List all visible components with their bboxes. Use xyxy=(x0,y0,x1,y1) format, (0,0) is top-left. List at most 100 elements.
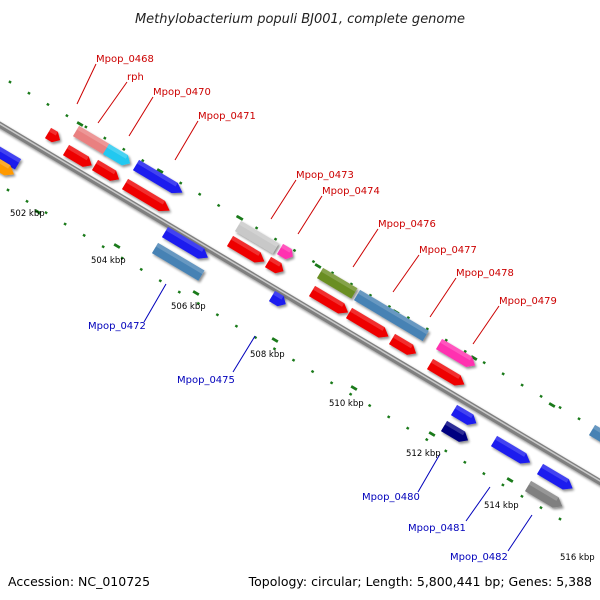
tick-mark xyxy=(139,267,143,272)
gene-label-mpop-0476[interactable]: Mpop_0476 xyxy=(378,219,436,230)
tick-mark xyxy=(196,301,201,306)
gene-edge-blue-highlight xyxy=(0,146,22,163)
leader-mpop-0470 xyxy=(128,96,154,137)
gene-edge-right-highlight xyxy=(592,424,600,433)
gene-mpop-0476-olive-highlight xyxy=(320,267,358,292)
tick-mark xyxy=(463,460,467,464)
leader-mpop-0478 xyxy=(429,277,457,318)
tick-mark xyxy=(65,113,69,118)
gene-red-b xyxy=(91,159,120,181)
gene-red-a-highlight xyxy=(66,144,89,161)
gene-mpop-0468-body xyxy=(72,125,111,155)
major-tick-mark xyxy=(236,215,244,221)
gene-label-mpop-0479[interactable]: Mpop_0479 xyxy=(499,296,557,307)
gene-label-mpop-0477[interactable]: Mpop_0477 xyxy=(419,245,477,256)
gene-edge-blue xyxy=(0,146,22,170)
major-tick-mark xyxy=(156,168,164,174)
major-tick-mark xyxy=(350,385,358,391)
scale-label: 514 kbp xyxy=(484,501,519,511)
leader-mpop-0471 xyxy=(174,120,199,161)
gene-label-mpop-0472[interactable]: Mpop_0472 xyxy=(88,321,146,332)
gene-mpop-0476-olive xyxy=(316,267,358,299)
gene-red-a xyxy=(62,144,92,167)
leader-mpop-0473 xyxy=(270,179,297,220)
gene-edge-orange-highlight xyxy=(0,158,11,169)
gene-red-h-highlight xyxy=(392,333,414,349)
tick-mark xyxy=(330,271,335,275)
gene-label-mpop-0481[interactable]: Mpop_0481 xyxy=(408,523,466,534)
tick-mark xyxy=(216,203,221,208)
major-tick-mark xyxy=(506,477,514,483)
gene-mpop-0468-highlight xyxy=(76,125,111,148)
gene-red-f-highlight xyxy=(312,285,345,307)
major-tick-mark xyxy=(34,209,42,215)
gene-label-mpop-0475[interactable]: Mpop_0475 xyxy=(177,375,235,386)
leader-mpop-0477 xyxy=(392,254,420,293)
gene-mpop-0481-highlight xyxy=(494,435,527,457)
tick-mark xyxy=(444,338,448,342)
major-tick-mark xyxy=(76,121,84,127)
gene-blue-0472b xyxy=(161,226,208,259)
map-title: Methylobacterium populi BJ001, complete … xyxy=(135,12,465,27)
gene-mpop-0481 xyxy=(490,435,531,464)
tick-mark xyxy=(27,91,31,95)
tick-mark xyxy=(425,437,429,442)
tick-mark xyxy=(482,360,486,365)
gene-red-i-highlight xyxy=(430,358,461,379)
gene-label-mpop-0473[interactable]: Mpop_0473 xyxy=(296,170,354,181)
tick-mark xyxy=(482,471,486,476)
gene-rph-highlight xyxy=(106,143,128,159)
leader-rph xyxy=(97,81,128,124)
tick-mark xyxy=(82,233,86,238)
scale-label: 510 kbp xyxy=(329,399,364,409)
tick-mark xyxy=(558,405,562,410)
gene-mpop-0471-highlight xyxy=(136,159,178,187)
tick-mark xyxy=(120,256,124,260)
tick-mark xyxy=(273,237,278,241)
genome-backbone xyxy=(0,121,600,486)
gene-label-rph[interactable]: rph xyxy=(127,72,144,83)
gene-mpop-0471 xyxy=(132,159,183,194)
tick-mark xyxy=(25,199,29,204)
gene-label-mpop-0480[interactable]: Mpop_0480 xyxy=(362,492,420,503)
gene-mpop-0474-highlight xyxy=(280,243,292,253)
forward-gene-labels: Mpop_0468 rph Mpop_0470 Mpop_0471 Mpop_0… xyxy=(96,54,557,307)
gene-label-mpop-0471[interactable]: Mpop_0471 xyxy=(198,111,256,122)
tick-mark xyxy=(520,383,524,387)
gene-mpop-0477-body xyxy=(353,289,429,342)
gene-label-mpop-0468[interactable]: Mpop_0468 xyxy=(96,54,154,65)
gene-mpop-0472-body xyxy=(151,242,205,281)
tick-mark xyxy=(349,282,354,286)
gene-mpop-0480-highlight xyxy=(444,420,466,436)
major-tick-mark xyxy=(428,431,436,437)
gene-mpop-0473-highlight xyxy=(238,220,279,247)
gene-label-mpop-0478[interactable]: Mpop_0478 xyxy=(456,268,514,279)
leader-mpop-0468 xyxy=(76,63,97,105)
gene-rph xyxy=(102,143,131,166)
tick-mark xyxy=(44,210,48,215)
tick-mark xyxy=(310,369,315,374)
tick-mark xyxy=(178,181,183,185)
gene-label-mpop-0470[interactable]: Mpop_0470 xyxy=(153,87,211,98)
leader-mpop-0482 xyxy=(507,514,533,552)
gene-label-mpop-0474[interactable]: Mpop_0474 xyxy=(322,186,380,197)
gene-mpop-0475-highlight xyxy=(272,290,284,300)
gene-red-c xyxy=(121,178,170,212)
tick-mark xyxy=(8,80,12,84)
gene-label-mpop-0482[interactable]: Mpop_0482 xyxy=(450,552,508,563)
gene-blue-k-highlight xyxy=(540,463,569,483)
gene-red-f xyxy=(308,285,349,314)
gene-rph-body xyxy=(102,143,131,166)
scale-label: 508 kbp xyxy=(250,350,285,360)
gene-mpop-0472-highlight xyxy=(155,242,205,275)
leader-mpop-0481 xyxy=(465,486,491,522)
gene-mpop-0472 xyxy=(151,242,205,281)
gene-red-g xyxy=(345,307,389,338)
tick-mark xyxy=(348,392,353,396)
leader-mpop-0480 xyxy=(417,453,441,493)
tick-mark xyxy=(158,279,163,283)
tick-mark xyxy=(215,313,220,317)
gene-blue-j xyxy=(450,404,477,425)
gene-track xyxy=(0,125,600,508)
